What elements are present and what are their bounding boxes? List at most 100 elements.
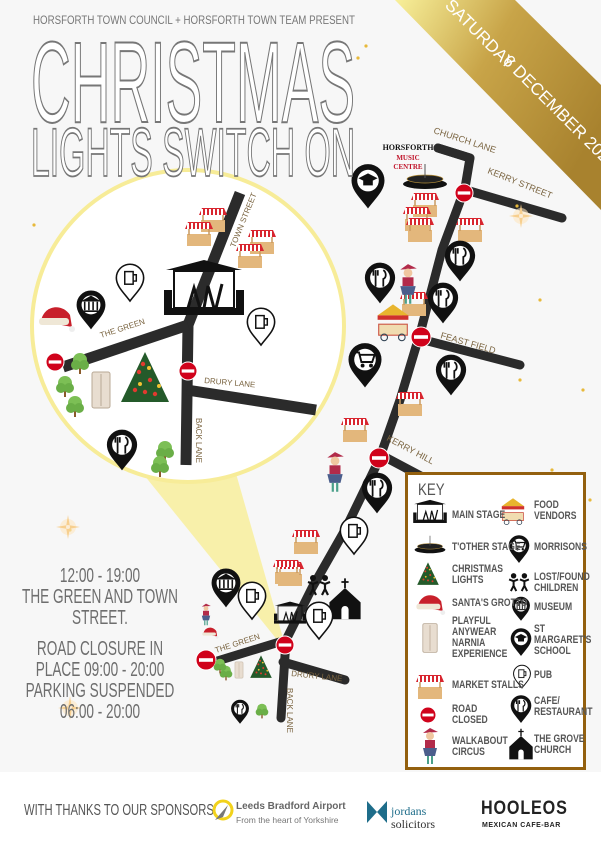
key-label: CHRISTMAS LIGHTS: [452, 563, 504, 586]
wardrobe-icon: [234, 661, 244, 679]
presenters-text: HORSFORTH TOWN COUNCIL + HORSFORTH TOWN …: [33, 13, 356, 27]
morrisons-pin-icon: [348, 343, 382, 388]
lba-logo-icon: [212, 799, 234, 821]
pub-pin-icon: [115, 263, 145, 303]
road-closure-2: PLACE 09:00 - 20:00: [35, 659, 165, 681]
key-label: PLAYFUL ANYWEAR NARNIA EXPERIENCE: [452, 615, 508, 660]
jordans-name: jordans: [391, 804, 427, 818]
logo-line1: HORSFORTH: [383, 143, 435, 152]
parking-notice-2: 06:00 - 20:00: [59, 701, 141, 723]
sparkle-icon: [340, 118, 344, 122]
sparkle-icon: [588, 498, 592, 502]
road-closed-icon: [275, 635, 295, 655]
christmas-tree-icon: [121, 352, 169, 402]
event-location: THE GREEN AND TOWN: [22, 586, 178, 608]
road-kerry-street: [461, 185, 567, 223]
road-closed-icon: [368, 447, 390, 469]
sparkle-icon: [364, 44, 368, 48]
wardrobe-icon: [422, 623, 438, 653]
tree-icon: [156, 441, 174, 462]
key-label: MAIN STAGE: [452, 508, 506, 521]
sparkle-icon: [550, 468, 554, 472]
road-the-green-small: [209, 635, 291, 667]
cafe-pin-icon: [361, 472, 393, 514]
museum-pin-icon: [512, 596, 530, 621]
key-label: CAFE/ RESTAURANT: [534, 695, 593, 718]
road-label-drury-lane: DRURY LANE: [204, 376, 256, 389]
road-closed-icon: [45, 352, 65, 372]
market-stall-icon: [292, 530, 320, 554]
logo-line2: MUSIC: [396, 154, 419, 162]
sponsors-bar: WITH THANKS TO OUR SPONSORS: Leeds Bradf…: [0, 772, 601, 850]
lba-tagline: From the heart of Yorkshire: [236, 815, 339, 825]
school-pin-icon: [351, 164, 385, 209]
tree-icon: [56, 376, 74, 397]
sparkle-icon: [58, 696, 82, 720]
cafe-pin-icon: [106, 429, 138, 471]
food-cart-icon: [501, 498, 525, 526]
hooleos-tagline: MEXICAN CAFE-BAR: [482, 822, 561, 829]
museum-pin-icon: [76, 290, 106, 330]
market-stall-icon: [185, 222, 213, 246]
tree-icon: [151, 456, 169, 477]
church-icon: [509, 728, 533, 760]
road-closed-icon: [454, 183, 474, 203]
santa-hat-icon: [202, 627, 219, 639]
date-ribbon: [395, 0, 601, 210]
event-map: SATURDAY 6 DECEMBER 2025 HORSFORTH TOWN …: [30, 0, 601, 733]
map-key: KEY MAIN STAGE T'OTHER STAGE CHRISTMAS LIG…: [405, 472, 592, 770]
cafe-pin-icon: [435, 354, 467, 396]
main-stage-icon: [164, 260, 244, 315]
key-label: THE GROVE CHURCH: [534, 733, 585, 756]
tree-icon: [71, 353, 89, 374]
pub-pin-icon: [246, 307, 276, 347]
lba-name: Leeds Bradford Airport: [236, 801, 346, 812]
museum-pin-icon: [211, 568, 241, 608]
market-stall-icon: [396, 392, 424, 416]
sparkle-icon: [581, 388, 585, 392]
key-label: MORRISONS: [534, 540, 587, 553]
key-label: LOST/FOUND CHILDREN: [534, 571, 590, 594]
key-title: KEY: [418, 480, 445, 499]
sparkle-icon: [515, 204, 519, 208]
road-church-lane: [433, 143, 475, 163]
jester-icon: [327, 452, 344, 492]
school-pin-icon: [510, 628, 532, 656]
market-stall-icon: [236, 244, 264, 268]
road-drury-lane: [186, 384, 317, 416]
market-stall-icon: [273, 560, 301, 584]
sponsors-label: WITH THANKS TO OUR SPONSORS:: [24, 802, 217, 819]
sparkle-icon: [356, 56, 360, 60]
market-stall-icon: [456, 218, 484, 242]
sparkle-icon: [518, 378, 522, 382]
sparkle-icon: [538, 298, 542, 302]
pub-pin-icon: [513, 664, 531, 689]
title-lights-switch-on: LIGHTS SWITCH ON: [31, 114, 356, 191]
road-closed-icon: [178, 361, 198, 381]
key-label: MARKET STALLS: [452, 678, 524, 691]
tother-stage-icon: [403, 164, 447, 189]
jester-icon: [400, 264, 417, 304]
cafe-pin-icon: [364, 262, 396, 304]
sparkle-icon: [32, 223, 36, 227]
jester-icon: [423, 728, 438, 764]
road-label-back-lane: BACK LANE: [285, 688, 294, 733]
main-stage-icon: [274, 601, 306, 624]
wardrobe-icon: [91, 371, 111, 409]
sparkle-icon: [56, 515, 80, 539]
key-label: ST MARGARET'S SCHOOL: [534, 622, 592, 657]
cafe-pin-icon: [444, 240, 476, 282]
market-stall-icon: [341, 418, 369, 442]
logo-line3: CENTRE: [393, 163, 423, 171]
tree-icon: [213, 658, 227, 674]
children-icon: [508, 573, 530, 592]
pub-pin-icon: [339, 516, 369, 556]
title-christmas: CHRISTMAS: [31, 19, 356, 147]
tree-icon: [255, 703, 269, 719]
key-label: PUB: [534, 668, 553, 681]
road-label-back-lane: BACK LANE: [194, 418, 203, 463]
road-drury-lane-small: [278, 657, 350, 685]
key-label: T'OTHER STAGE: [452, 540, 521, 553]
road-closure: ROAD CLOSURE IN: [36, 638, 164, 660]
jester-icon: [201, 603, 211, 626]
